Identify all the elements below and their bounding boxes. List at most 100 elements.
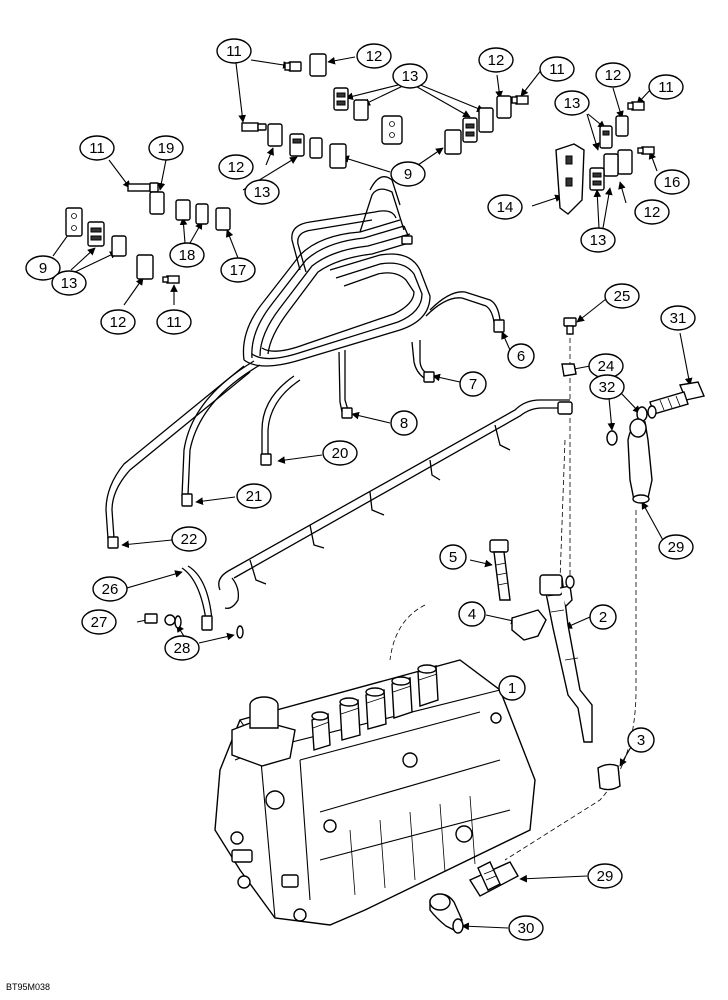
clamp-part-18 xyxy=(175,199,191,221)
clamp-plate-12 xyxy=(617,149,633,175)
clamp-halves-13 xyxy=(87,87,619,257)
drawing-code: BT95M038 xyxy=(6,982,50,992)
bolt-16 xyxy=(637,146,655,155)
banjo-fitting xyxy=(627,418,653,504)
svg-text:29: 29 xyxy=(668,539,685,556)
callout-11: 11 xyxy=(648,74,684,100)
svg-text:22: 22 xyxy=(181,531,198,548)
svg-text:1: 1 xyxy=(508,680,516,697)
svg-text:28: 28 xyxy=(174,640,191,657)
svg-text:13: 13 xyxy=(402,68,419,85)
bolt-11-lower-left xyxy=(162,275,180,284)
callout-12: 12 xyxy=(356,43,392,69)
banjo-bolt xyxy=(649,381,705,415)
svg-text:27: 27 xyxy=(91,614,108,631)
callout-31: 31 xyxy=(660,305,696,331)
callout-1: 1 xyxy=(498,675,526,701)
clamp-plate-9 xyxy=(329,143,347,169)
callout-5: 5 xyxy=(439,544,467,570)
svg-text:32: 32 xyxy=(599,379,616,396)
callout-19: 19 xyxy=(148,135,184,161)
callout-9: 9 xyxy=(390,161,426,187)
svg-text:11: 11 xyxy=(226,43,242,60)
svg-text:12: 12 xyxy=(110,314,127,331)
svg-text:12: 12 xyxy=(644,204,661,221)
elbow-fitting xyxy=(429,893,464,934)
callout-12: 12 xyxy=(100,309,136,335)
callout-17: 17 xyxy=(220,257,256,283)
callout-14: 14 xyxy=(487,194,523,220)
clamp-part-18 xyxy=(195,203,209,225)
bolt-11-right xyxy=(627,101,645,111)
svg-text:12: 12 xyxy=(366,48,383,65)
callout-26: 26 xyxy=(92,576,128,602)
svg-text:31: 31 xyxy=(670,310,687,327)
svg-text:29: 29 xyxy=(597,868,614,885)
callout-27: 27 xyxy=(81,609,117,635)
svg-text:8: 8 xyxy=(400,415,408,432)
callout-16: 16 xyxy=(654,169,690,195)
clamp-plate-9 xyxy=(65,207,83,237)
callout-18: 18 xyxy=(169,242,205,268)
svg-text:11: 11 xyxy=(549,61,565,78)
callout-22: 22 xyxy=(171,526,207,552)
injector-sleeve xyxy=(597,763,621,791)
svg-text:20: 20 xyxy=(332,445,349,462)
callout-12: 12 xyxy=(595,62,631,88)
callout-12: 12 xyxy=(218,154,254,180)
svg-text:25: 25 xyxy=(614,288,631,305)
callout-13: 13 xyxy=(580,227,616,253)
svg-text:12: 12 xyxy=(605,67,622,84)
callout-bubbles: 11 12 13 12 11 12 11 13 11 19 12 13 9 16… xyxy=(25,38,696,941)
bolt-19 xyxy=(127,182,159,193)
callout-29: 29 xyxy=(587,863,623,889)
svg-text:6: 6 xyxy=(517,348,525,365)
svg-text:11: 11 xyxy=(166,314,182,331)
callout-11: 11 xyxy=(79,135,115,161)
svg-text:17: 17 xyxy=(230,262,247,279)
clamp-plate-19 xyxy=(149,191,165,215)
clamp-plate-12 xyxy=(136,254,154,280)
svg-text:4: 4 xyxy=(468,606,476,623)
callout-32: 32 xyxy=(589,374,625,400)
callout-13: 13 xyxy=(51,270,87,296)
callout-21: 21 xyxy=(236,483,272,509)
callout-13: 13 xyxy=(392,63,428,89)
clamp-plate-12 xyxy=(267,123,283,147)
banjo-fitting-lower xyxy=(468,861,519,897)
svg-text:11: 11 xyxy=(658,79,674,96)
svg-text:13: 13 xyxy=(590,232,607,249)
clamp-plate-9 xyxy=(381,115,403,145)
screw-25 xyxy=(563,317,577,335)
svg-text:13: 13 xyxy=(61,275,78,292)
seal-washer-32 xyxy=(647,405,657,419)
callout-2: 2 xyxy=(589,604,617,630)
callout-25: 25 xyxy=(604,283,640,309)
callout-8: 8 xyxy=(390,410,418,436)
svg-text:12: 12 xyxy=(228,159,245,176)
fuel-injection-lines xyxy=(105,176,505,549)
delivery-valves xyxy=(311,664,439,751)
callout-11: 11 xyxy=(216,38,252,64)
svg-text:18: 18 xyxy=(179,247,196,264)
svg-text:14: 14 xyxy=(497,199,514,216)
svg-text:24: 24 xyxy=(598,358,615,375)
callout-9: 9 xyxy=(25,255,61,281)
callout-7: 7 xyxy=(459,371,487,397)
seal-washer-32 xyxy=(606,430,618,446)
callout-12: 12 xyxy=(634,199,670,225)
callout-6: 6 xyxy=(507,343,535,369)
callout-28: 28 xyxy=(164,635,200,661)
callout-13: 13 xyxy=(554,90,590,116)
fuel-injector xyxy=(539,574,593,743)
fuel-return-line xyxy=(144,399,573,639)
callout-11: 11 xyxy=(156,309,192,335)
clamp-plate-12 xyxy=(309,53,327,77)
clamp-plate-17 xyxy=(215,207,231,231)
callout-29: 29 xyxy=(658,534,694,560)
svg-text:9: 9 xyxy=(39,260,47,277)
callout-20: 20 xyxy=(322,440,358,466)
svg-text:30: 30 xyxy=(518,920,535,937)
svg-text:16: 16 xyxy=(664,174,681,191)
svg-text:3: 3 xyxy=(637,732,645,749)
